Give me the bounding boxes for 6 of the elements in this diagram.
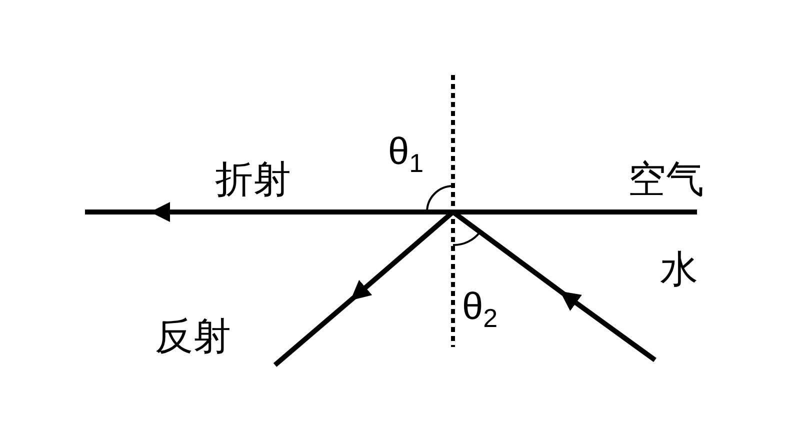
angle-label: θ$_{1}$ [388, 130, 424, 180]
medium-label: 水 [660, 248, 698, 292]
medium-label: 空气 [628, 158, 704, 202]
ray-label: 折射 [215, 158, 291, 202]
ray-label: 反射 [155, 315, 231, 359]
angle-label: θ$_{2}$ [462, 285, 498, 335]
